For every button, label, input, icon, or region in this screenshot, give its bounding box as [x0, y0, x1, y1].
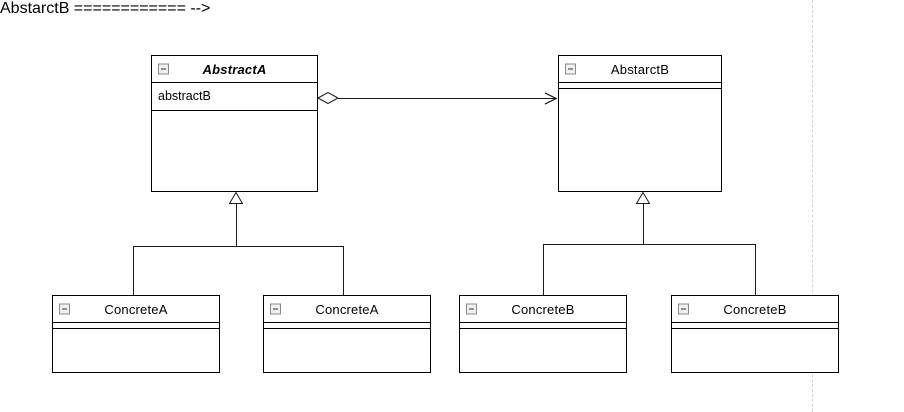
aggregation-link-line: [338, 98, 557, 99]
class-attributes-concretea-1: [53, 323, 219, 329]
minus-icon[interactable]: [678, 303, 689, 315]
aggregation-arrowhead-icon: [544, 92, 557, 105]
class-box-concreteb-2[interactable]: ConcreteB: [671, 295, 839, 373]
class-header-abstarctb: AbstarctB: [559, 56, 721, 83]
class-attributes-concreteb-1: [460, 323, 626, 329]
class-header-concretea-1: ConcreteA: [53, 296, 219, 323]
class-box-abstracta[interactable]: AbstractA abstractB: [151, 55, 318, 192]
minus-icon[interactable]: [158, 63, 169, 75]
class-box-concretea-2[interactable]: ConcreteA: [263, 295, 431, 373]
class-operations-concreteb-2: [672, 329, 838, 372]
generalization-stem-right: [643, 203, 644, 244]
class-title-concreteb-1: ConcreteB: [511, 301, 575, 317]
attribute-item: abstractB: [158, 89, 211, 104]
generalization-drop-concreteb2: [755, 244, 756, 295]
class-title-abstarctb: AbstarctB: [610, 61, 670, 77]
class-title-abstracta: AbstractA: [202, 61, 267, 77]
class-title-concretea-2: ConcreteA: [315, 301, 379, 317]
class-box-abstarctb[interactable]: AbstarctB: [558, 55, 722, 192]
generalization-drop-concretea1: [133, 246, 134, 295]
class-attributes-abstarctb: [559, 83, 721, 89]
class-title-concreteb-2: ConcreteB: [723, 301, 787, 317]
minus-icon[interactable]: [59, 303, 70, 315]
generalization-drop-concreteb1: [543, 244, 544, 295]
minus-icon[interactable]: [466, 303, 477, 315]
minus-icon[interactable]: [270, 303, 281, 315]
class-header-concreteb-2: ConcreteB: [672, 296, 838, 323]
class-header-concretea-2: ConcreteA: [264, 296, 430, 323]
aggregation-diamond-icon: [318, 92, 338, 104]
class-attributes-abstracta: abstractB: [152, 83, 317, 111]
generalization-stem-left: [236, 203, 237, 246]
minus-icon[interactable]: [565, 63, 576, 75]
class-operations-concretea-1: [53, 329, 219, 372]
class-operations-concretea-2: [264, 329, 430, 372]
class-operations-abstarctb: [559, 89, 721, 191]
class-box-concretea-1[interactable]: ConcreteA: [52, 295, 220, 373]
class-operations-concreteb-1: [460, 329, 626, 372]
class-header-abstracta: AbstractA: [152, 56, 317, 83]
class-title-concretea-1: ConcreteA: [104, 301, 168, 317]
generalization-drop-concretea2: [343, 246, 344, 295]
class-operations-abstracta: [152, 111, 317, 191]
class-attributes-concretea-2: [264, 323, 430, 329]
generalization-bus-right: [543, 244, 756, 245]
class-box-concreteb-1[interactable]: ConcreteB: [459, 295, 627, 373]
class-header-concreteb-1: ConcreteB: [460, 296, 626, 323]
page-boundary-guide: [812, 0, 813, 412]
class-attributes-concreteb-2: [672, 323, 838, 329]
generalization-bus-left: [133, 246, 344, 247]
